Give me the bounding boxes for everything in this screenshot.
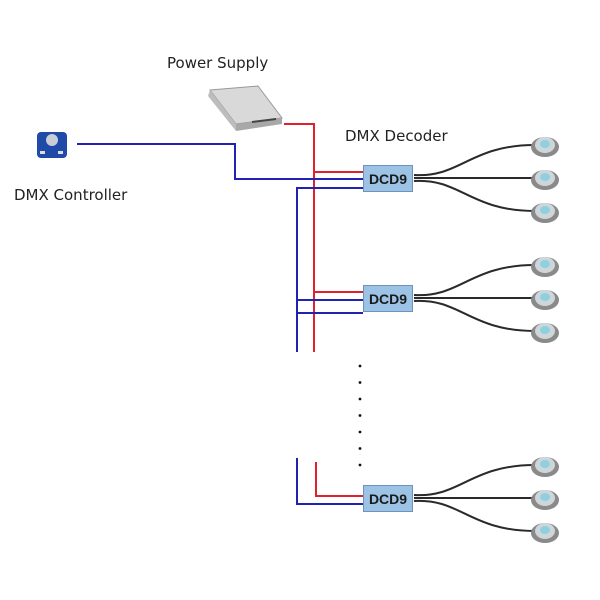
led-light-icon — [531, 290, 559, 310]
led-light-icon — [531, 457, 559, 477]
ellipsis-dot — [358, 397, 362, 401]
decoder-box: DCD9 — [363, 485, 413, 512]
signal-wire — [296, 187, 363, 352]
light-cable — [413, 464, 536, 497]
power-wire — [284, 123, 315, 352]
dmx-controller-icon — [37, 132, 67, 158]
ellipsis-dot — [358, 447, 362, 450]
decoder-box: DCD9 — [363, 285, 413, 312]
light-cable — [413, 264, 536, 297]
led-light-icon — [531, 203, 559, 223]
led-light-icon — [531, 490, 559, 510]
signal-wire — [77, 143, 363, 180]
led-light-icon — [531, 323, 559, 343]
led-light-icon — [531, 523, 559, 543]
light-cable — [413, 144, 536, 177]
power-supply-label: Power Supply — [167, 54, 269, 72]
dmx-decoder-label: DMX Decoder — [345, 127, 448, 145]
light-cable — [413, 299, 536, 332]
power-wire — [315, 462, 363, 497]
ellipsis-dot — [358, 414, 362, 417]
signal-wire — [296, 299, 363, 314]
light-cable — [413, 499, 536, 532]
ellipsis-dot — [358, 430, 362, 434]
ellipsis-dot — [358, 463, 362, 467]
ellipsis-dot — [358, 381, 362, 384]
dmx-controller-label: DMX Controller — [14, 186, 128, 204]
led-light-icon — [531, 170, 559, 190]
led-light-icon — [531, 257, 559, 277]
power-supply-icon — [208, 85, 283, 131]
light-cable — [413, 179, 536, 212]
led-light-icon — [531, 137, 559, 157]
signal-wire — [296, 458, 363, 505]
power-wire — [314, 171, 363, 293]
decoder-box: DCD9 — [363, 165, 413, 192]
ellipsis-dot — [358, 364, 362, 368]
